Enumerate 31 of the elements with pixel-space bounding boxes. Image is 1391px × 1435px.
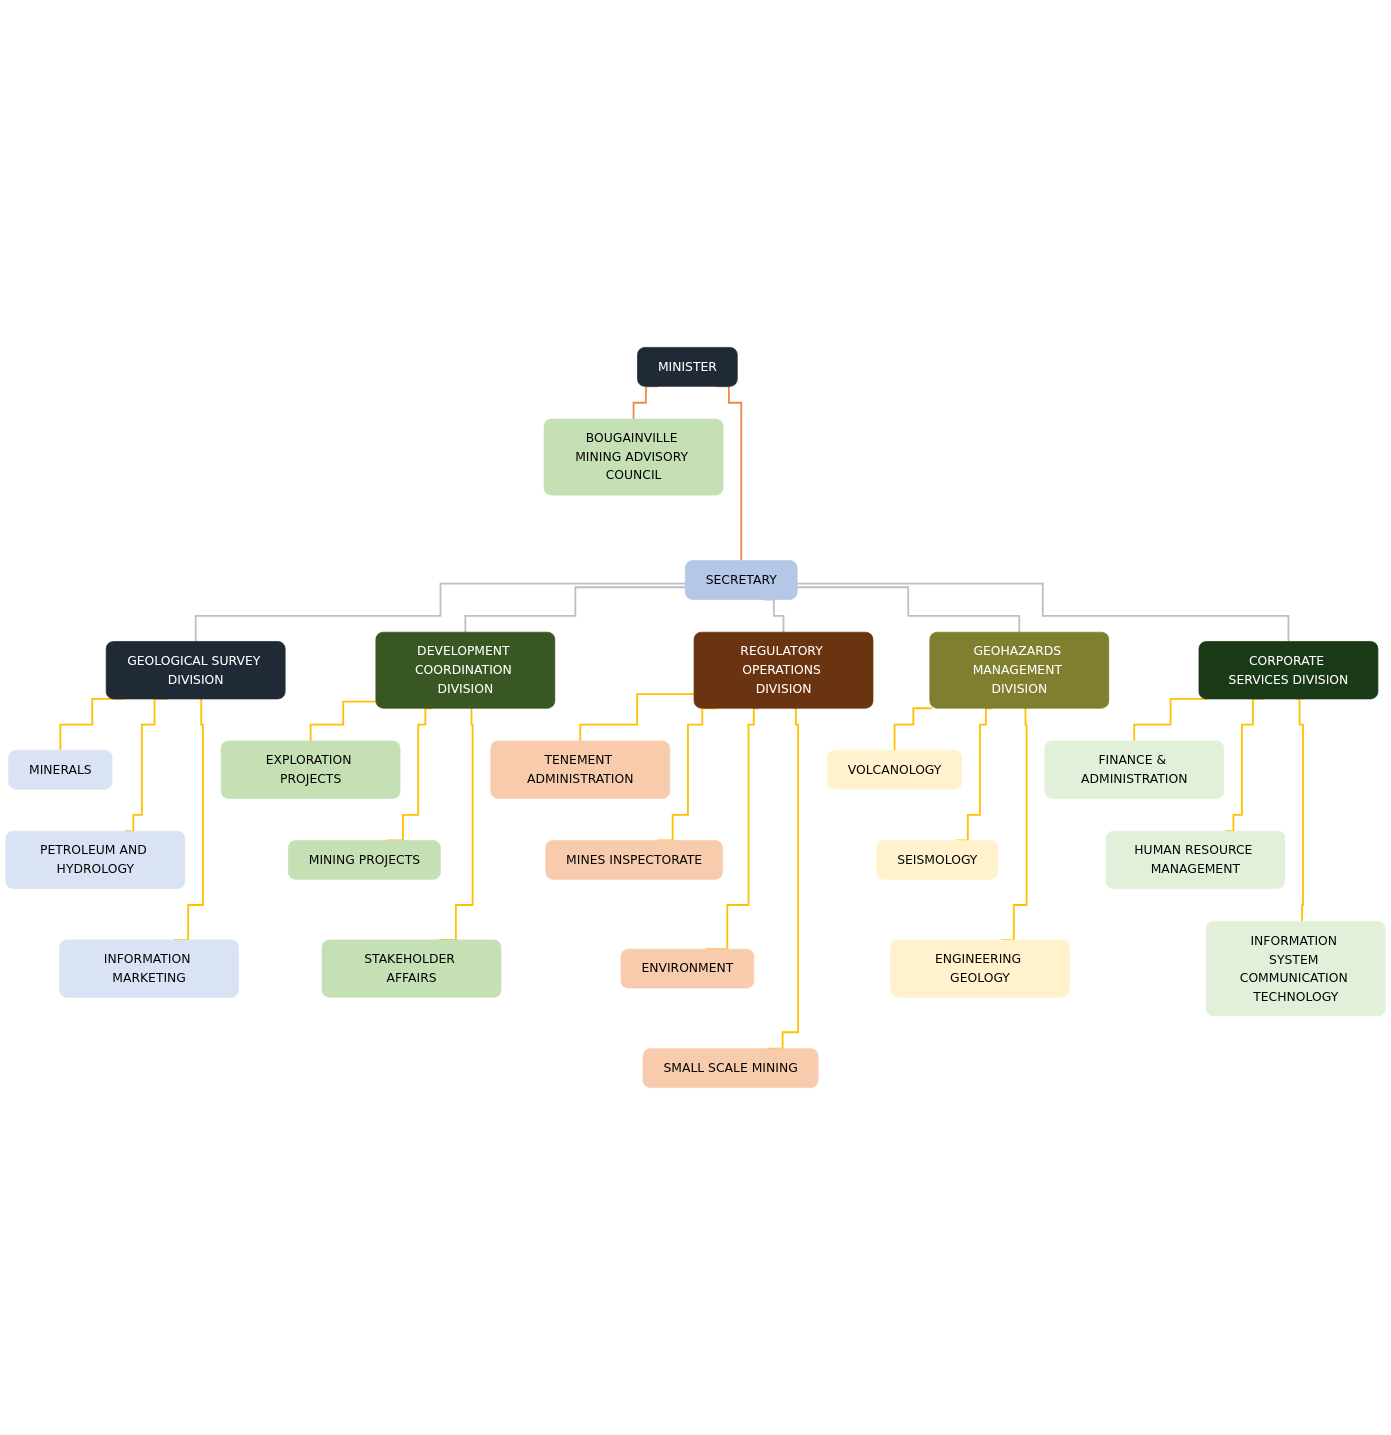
node-box: VOLCANOLOGY	[827, 749, 963, 790]
node-box: HUMAN RESOURCE MANAGEMENT	[1105, 830, 1286, 889]
connector	[464, 586, 687, 634]
node-box: STAKEHOLDER AFFAIRS	[321, 939, 502, 998]
node-box: MINES INSPECTORATE	[545, 840, 723, 880]
connector	[194, 582, 687, 643]
node-box: GEOHAZARDS MANAGEMENT DIVISION	[929, 631, 1110, 709]
node-box: MINISTER	[637, 347, 738, 387]
node-box: REGULATORY OPERATIONS DIVISION	[693, 631, 874, 709]
connector	[579, 693, 695, 742]
node-box: CORPORATE SERVICES DIVISION	[1198, 641, 1379, 700]
node-box: MINERALS	[8, 749, 113, 790]
node-box: ENVIRONMENT	[620, 948, 755, 989]
connector	[893, 707, 934, 752]
node-box: INFORMATION SYSTEM COMMUNICATION TECHNOLOGY	[1205, 921, 1386, 1017]
node-box: TENEMENT ADMINISTRATION	[490, 740, 671, 799]
node-box: ENGINEERING GEOLOGY	[890, 939, 1070, 998]
node-box: DEVELOPMENT COORDINATION DIVISION	[375, 631, 556, 709]
node-box: GEOLOGICAL SURVEY DIVISION	[105, 641, 286, 700]
node-box: SMALL SCALE MINING	[642, 1048, 819, 1088]
node-box: PETROLEUM AND HYDROLOGY	[5, 830, 186, 889]
node-box: MINING PROJECTS	[288, 840, 441, 880]
connector	[796, 582, 1290, 643]
node-box: SEISMOLOGY	[876, 840, 999, 880]
node-box: FINANCE & ADMINISTRATION	[1044, 740, 1225, 799]
node-box: BOUGAINVILLE MINING ADVISORY COUNCIL	[543, 418, 724, 496]
node-box: SECRETARY	[684, 560, 798, 600]
node-box: EXPLORATION PROJECTS	[220, 740, 401, 799]
node-box: INFORMATION MARKETING	[59, 939, 239, 998]
connector	[309, 700, 377, 742]
connector	[796, 586, 1021, 634]
